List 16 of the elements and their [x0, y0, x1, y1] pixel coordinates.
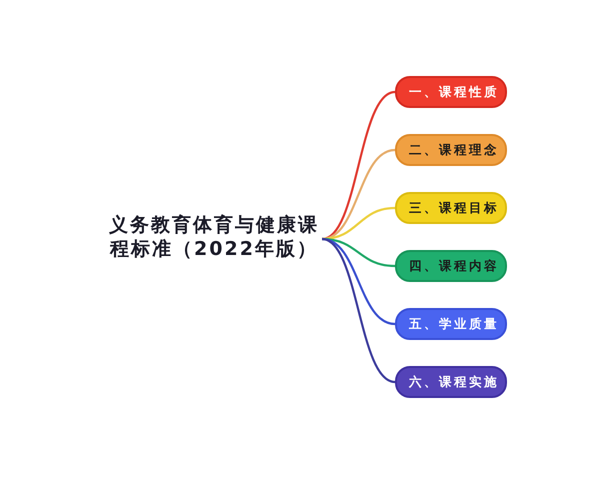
branch-label: 四、课程内容	[409, 258, 499, 274]
branch-pill	[395, 366, 507, 398]
branch-connector	[322, 90, 396, 240]
branch-pill	[395, 308, 507, 340]
branch-pill	[395, 76, 507, 108]
branch-label: 六、课程实施	[409, 374, 499, 390]
branch-label: 三、课程目标	[409, 200, 499, 216]
central-topic-text: 义务教育体育与健康课程标准（2022年版）	[104, 213, 324, 265]
branch-connector	[322, 148, 396, 240]
branch-label: 五、学业质量	[409, 316, 499, 332]
branch-pill	[395, 192, 507, 224]
branch-pill	[395, 134, 507, 166]
branch-connector	[322, 238, 396, 384]
branch-pill	[395, 250, 507, 282]
branch-label: 二、课程理念	[409, 142, 499, 158]
branch-label: 一、课程性质	[409, 84, 499, 100]
